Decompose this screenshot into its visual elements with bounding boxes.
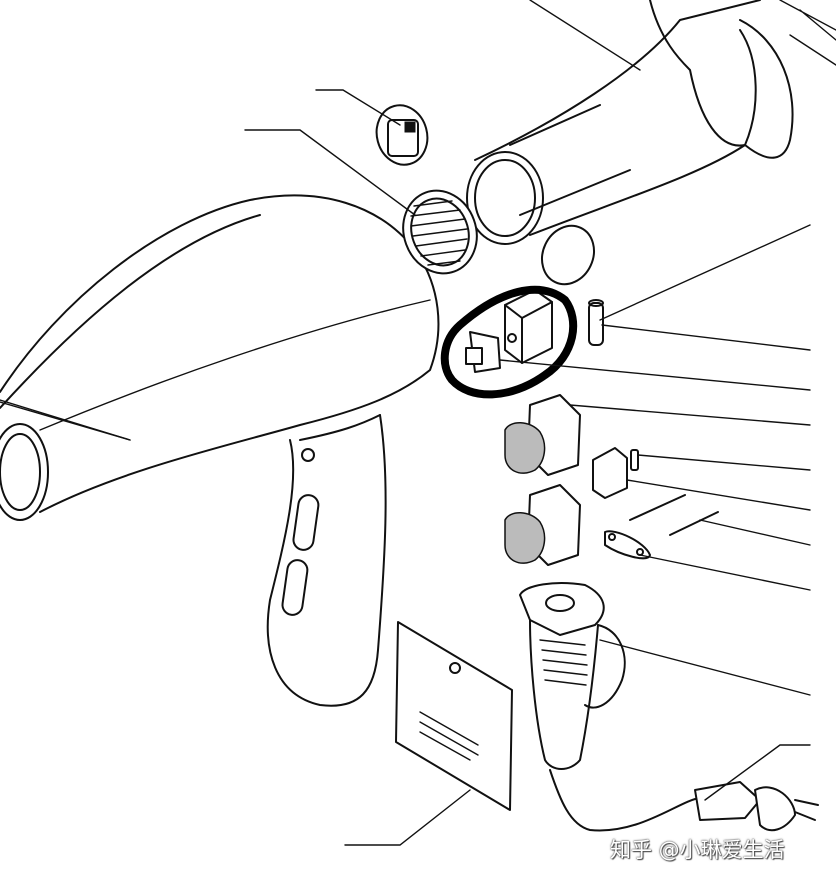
slide-switch-lower <box>504 484 581 566</box>
instruction-card <box>395 621 513 811</box>
rear-filter-grille <box>402 189 478 275</box>
watermark-text: 知乎 @小琳爱生活 <box>610 838 785 862</box>
highlight-circle <box>440 285 578 399</box>
mica-disc <box>541 224 595 286</box>
dryer-housing <box>0 194 440 513</box>
slide-switch-upper <box>504 394 581 476</box>
capacitor-block <box>592 447 639 499</box>
handle-vent-lower <box>281 559 309 616</box>
leader-lines <box>0 0 811 846</box>
cord-guard-handle <box>519 582 701 832</box>
small-cylinder <box>588 299 604 346</box>
screw-pair <box>604 494 719 560</box>
switch-assembly <box>465 289 553 373</box>
dryer-handle <box>266 414 387 707</box>
air-concentrator <box>466 0 836 245</box>
power-plug <box>694 781 819 832</box>
end-cap <box>375 104 429 166</box>
handle-vent-upper <box>292 494 320 551</box>
nozzle-front-ring <box>0 423 49 521</box>
